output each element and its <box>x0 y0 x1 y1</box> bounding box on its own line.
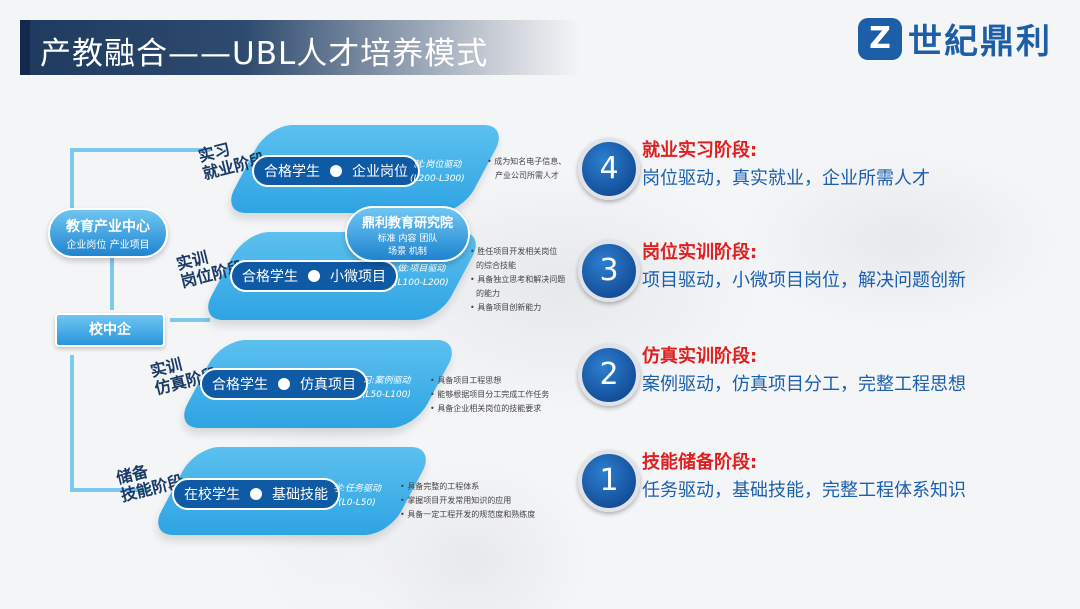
school-enterprise-box: 校中企 <box>55 313 165 347</box>
stage-4-drive: 就:岗位驱动 (L200-L300) <box>410 158 465 186</box>
dot-icon <box>308 270 320 282</box>
stage-number-badge: 2 <box>578 344 640 406</box>
stage-1-bullets: • 具备完整的工程体系 • 掌握项目开发常用知识的应用 • 具备一定工程开发的规范度… <box>400 480 535 522</box>
level-label: (L50-L100) <box>362 390 411 400</box>
arrow-line <box>170 318 210 322</box>
bullet-item: • 胜任项目开发相关岗位 <box>470 247 558 256</box>
dot-icon <box>330 165 342 177</box>
stage-desc: 项目驱动，小微项目岗位，解决问题创新 <box>642 270 966 291</box>
dot-icon <box>250 488 262 500</box>
logo-text: 世紀鼎利 <box>908 22 1052 62</box>
stage-desc: 岗位驱动，真实就业，企业所需人才 <box>642 168 930 189</box>
page-title: 产教融合——UBL人才培养模式 <box>40 36 489 72</box>
arrow-line <box>70 148 210 152</box>
stage-1-pill: 在校学生 基础技能 <box>172 478 340 510</box>
stage-desc: 案例驱动，仿真项目分工，完整工程思想 <box>642 374 966 395</box>
target-label: 仿真项目 <box>300 377 356 393</box>
title-bar: 产教融合——UBL人才培养模式 <box>20 20 580 75</box>
cloud-sub: 企业岗位 产业项目 <box>66 240 150 251</box>
student-label: 合格学生 <box>212 377 268 393</box>
drive-label: 习:案例驱动 <box>362 376 411 386</box>
bullet-item: • 具备完整的工程体系 <box>400 482 480 491</box>
level-label: (L0-L50) <box>338 498 376 508</box>
arrow-line <box>70 488 150 492</box>
stage-1-drive: 学:任务驱动 (L0-L50) <box>333 482 381 510</box>
target-label: 企业岗位 <box>352 164 408 180</box>
stage-title: 就业实习阶段: <box>642 140 758 161</box>
bullet-item: 产业公司所需人才 <box>495 171 559 180</box>
bullet-item: • 具备企业相关岗位的技能要求 <box>430 404 542 413</box>
cloud-line: 场景 机制 <box>388 247 427 257</box>
logo-mark-icon: Z <box>858 17 902 60</box>
arrow-line <box>110 255 114 310</box>
stage-desc: 任务驱动，基础技能，完整工程体系知识 <box>642 480 966 501</box>
target-label: 小微项目 <box>330 269 386 285</box>
dot-icon <box>278 378 290 390</box>
student-label: 合格学生 <box>242 269 298 285</box>
target-label: 基础技能 <box>272 487 328 503</box>
stage-number-badge: 1 <box>578 450 640 512</box>
level-label: (L200-L300) <box>410 174 465 184</box>
stage-2-bullets: • 具备项目工程思想 • 能够根据项目分工完成工作任务 • 具备企业相关岗位的技能要… <box>430 374 549 416</box>
stage-title: 技能储备阶段: <box>642 452 758 473</box>
education-industry-center-cloud: 教育产业中心 企业岗位 产业项目 <box>48 208 168 258</box>
bullet-item: • 掌握项目开发常用知识的应用 <box>400 496 512 505</box>
arrow-line <box>70 355 74 490</box>
bullet-item: • 具备项目创新能力 <box>470 303 542 312</box>
stage-3-bullets: • 胜任项目开发相关岗位的综合技能 • 具备独立思考和解决问题的能力 • 具备项目创… <box>470 245 565 315</box>
stage-number-badge: 4 <box>578 138 640 200</box>
stage-2-pill: 合格学生 仿真项目 <box>200 368 368 400</box>
cloud-title: 鼎利教育研究院 <box>361 216 453 231</box>
bullet-item: • 能够根据项目分工完成工作任务 <box>430 390 550 399</box>
student-label: 在校学生 <box>184 487 240 503</box>
bullet-item: 的能力 <box>476 289 500 298</box>
level-label: (L100-L200) <box>394 278 449 288</box>
title-accent <box>20 20 30 75</box>
drive-label: 做:项目驱动 <box>397 264 446 274</box>
research-institute-cloud: 鼎利教育研究院 标准 内容 团队 场景 机制 <box>345 206 470 262</box>
stage-4-bullets: • 成为知名电子信息、产业公司所需人才 <box>487 155 566 183</box>
drive-label: 学:任务驱动 <box>333 484 382 494</box>
drive-label: 就:岗位驱动 <box>413 160 462 170</box>
bullet-item: • 成为知名电子信息、 <box>487 157 567 166</box>
company-logo: Z 世紀鼎利 <box>858 14 1052 63</box>
cloud-title: 教育产业中心 <box>66 219 150 235</box>
bullet-item: • 具备独立思考和解决问题 <box>470 275 566 284</box>
bullet-item: • 具备项目工程思想 <box>430 376 502 385</box>
student-label: 合格学生 <box>264 164 320 180</box>
cloud-line: 标准 内容 团队 <box>377 234 438 244</box>
arrow-line <box>70 150 74 220</box>
bullet-item: • 具备一定工程开发的规范度和熟练度 <box>400 510 536 519</box>
stage-3-pill: 合格学生 小微项目 <box>230 260 398 292</box>
stage-2-drive: 习:案例驱动 (L50-L100) <box>362 374 411 402</box>
stage-title: 仿真实训阶段: <box>642 346 758 367</box>
stage-number-badge: 3 <box>578 240 640 302</box>
bullet-item: 的综合技能 <box>476 261 516 270</box>
stage-4-pill: 合格学生 企业岗位 <box>252 155 420 187</box>
stage-title: 岗位实训阶段: <box>642 242 758 263</box>
stage-3-drive: 做:项目驱动 (L100-L200) <box>394 262 449 290</box>
